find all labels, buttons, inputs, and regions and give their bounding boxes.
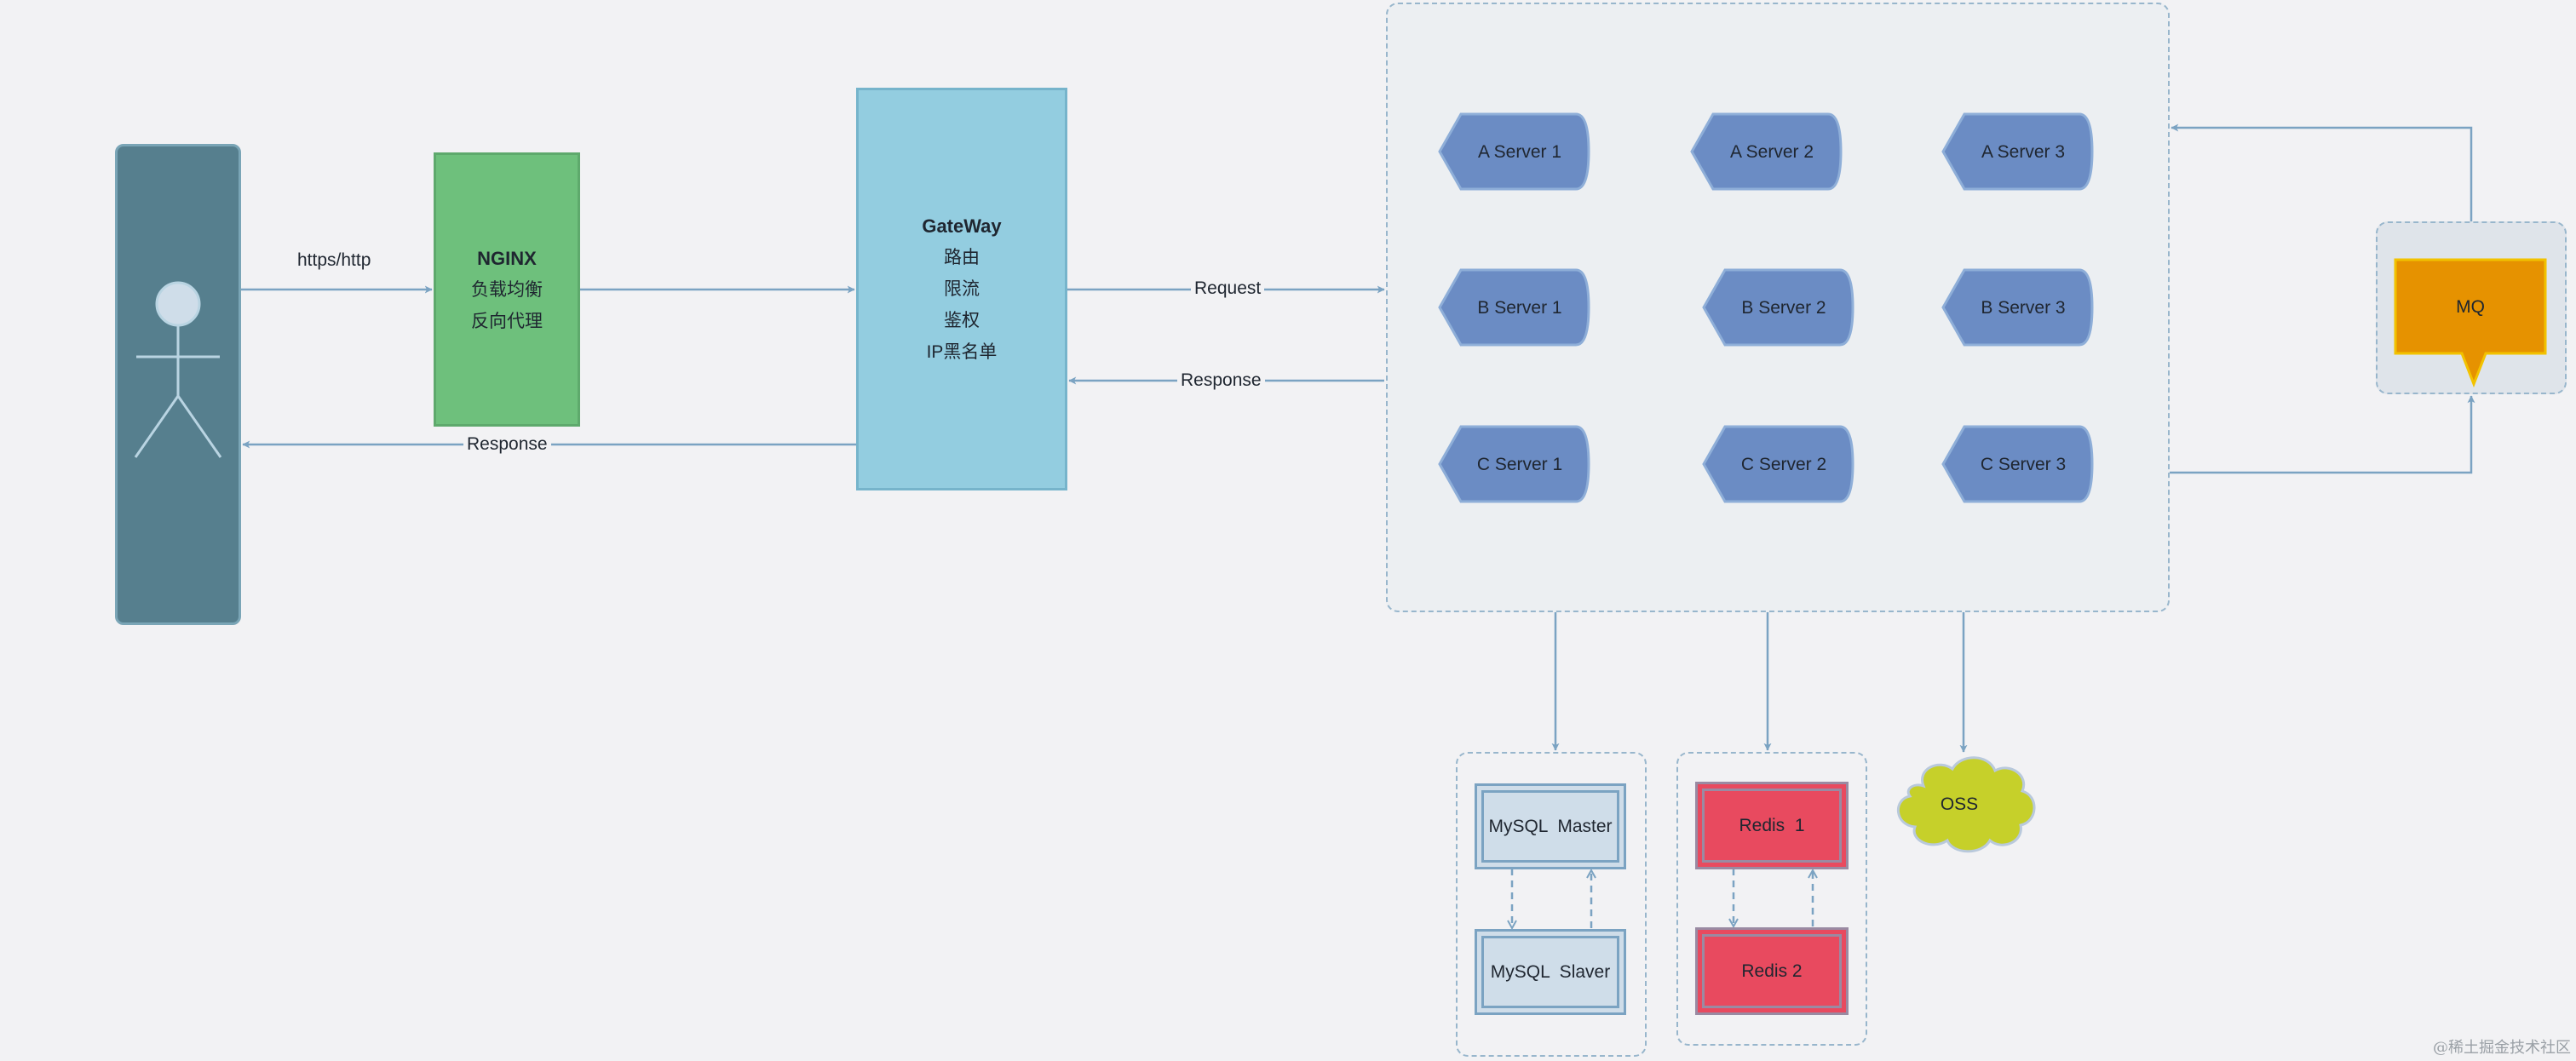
label-response-gateway: Response [1177, 370, 1265, 392]
server-c1: C Server 1 [1438, 425, 1590, 503]
server-b1-label: B Server 1 [1477, 298, 1561, 318]
server-b2-label: B Server 2 [1741, 298, 1826, 318]
gateway-rate-limit: 限流 [944, 279, 980, 299]
redis-1: Redis 1 [1695, 782, 1849, 869]
nginx-box: NGINX 负载均衡 反向代理 [434, 152, 580, 427]
redis-1-label: Redis 1 [1739, 815, 1805, 835]
gateway-ip-blacklist: IP黑名单 [926, 342, 998, 362]
gateway-auth: 鉴权 [944, 311, 980, 330]
label-request: Request [1191, 278, 1265, 300]
mysql-master-label: MySQL Master [1488, 816, 1613, 836]
server-c2: C Server 2 [1702, 425, 1854, 503]
server-c3: C Server 3 [1941, 425, 2094, 503]
server-c3-label: C Server 3 [1981, 455, 2066, 474]
edge-mq-services [2171, 123, 2473, 221]
gateway-box: GateWay 路由 限流 鉴权 IP黑名单 [856, 88, 1067, 490]
server-b2: B Server 2 [1702, 268, 1854, 347]
server-a3: A Server 3 [1941, 112, 2094, 191]
gateway-title: GateWay [922, 215, 1002, 237]
server-c2-label: C Server 2 [1741, 455, 1826, 474]
label-response-client: Response [463, 433, 551, 456]
redis-2-label: Redis 2 [1741, 961, 1803, 981]
speech-bubble-icon [2394, 258, 2547, 388]
server-a1: A Server 1 [1438, 112, 1590, 191]
mysql-group [1456, 752, 1647, 1057]
mq-node: MQ [2394, 258, 2547, 388]
mysql-slave: MySQL Slaver [1475, 929, 1626, 1015]
server-c1-label: C Server 1 [1477, 455, 1562, 474]
server-b3-label: B Server 3 [1981, 298, 2065, 318]
oss-cloud: OSS [1896, 756, 2036, 853]
nginx-load-balance: 负载均衡 [471, 279, 543, 300]
redis-group [1676, 752, 1867, 1046]
nginx-title: NGINX [477, 247, 537, 269]
label-https: https/http [294, 249, 375, 272]
oss-label: OSS [1941, 794, 1978, 814]
server-a1-label: A Server 1 [1478, 142, 1561, 162]
stick-figure-icon [134, 281, 222, 458]
cloud-icon [1896, 756, 2036, 853]
server-b3: B Server 3 [1941, 268, 2094, 347]
edge-services-mq [2170, 395, 2475, 474]
server-a2-label: A Server 2 [1730, 142, 1814, 162]
mq-label: MQ [2456, 297, 2485, 317]
gateway-routing: 路由 [944, 248, 980, 267]
redis-2: Redis 2 [1695, 927, 1849, 1015]
mysql-master: MySQL Master [1475, 783, 1626, 869]
mysql-slave-label: MySQL Slaver [1490, 961, 1611, 982]
watermark: @稀土掘金技术社区 [2433, 1039, 2571, 1057]
nginx-reverse-proxy: 反向代理 [471, 311, 543, 331]
server-a3-label: A Server 3 [1981, 142, 2065, 162]
server-b1: B Server 1 [1438, 268, 1590, 347]
server-a2: A Server 2 [1690, 112, 1843, 191]
